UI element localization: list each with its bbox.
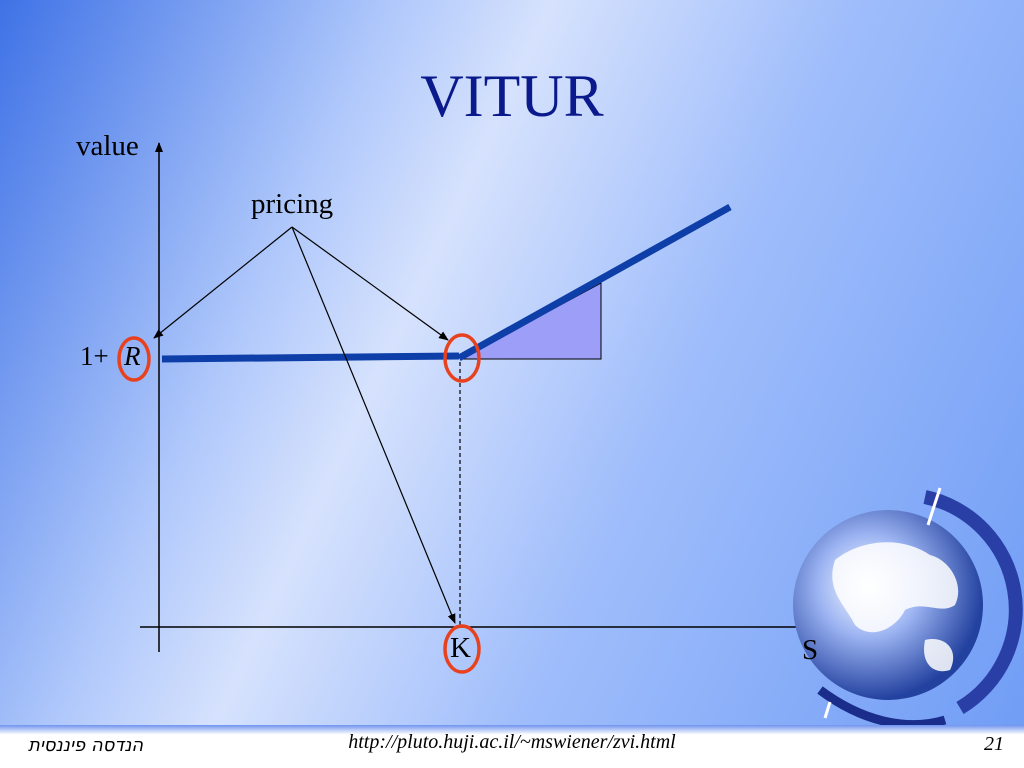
pricing-label: pricing (251, 188, 334, 220)
highlight-circle-kink (443, 333, 481, 383)
x-axis-label: S (802, 634, 819, 666)
footer-page-number: 21 (984, 733, 1004, 755)
highlight-circle-R (117, 336, 151, 382)
globe-icon (793, 487, 1023, 730)
slide-title: VITUR (420, 63, 604, 129)
y-axis-label: value (76, 130, 139, 162)
rising-payoff-line (457, 203, 732, 362)
pricing-arrow-to-intercept (153, 226, 293, 339)
footer-url: http://pluto.huji.ac.il/~mswiener/zvi.ht… (348, 731, 676, 753)
flat-payoff-line (161, 352, 460, 363)
intercept-label-prefix: 1+ (80, 341, 109, 371)
pricing-arrow-to-strike (291, 226, 456, 624)
pricing-arrow-to-kink (291, 226, 449, 341)
intercept-label-variable: R (124, 341, 141, 371)
footer-bar (0, 725, 1024, 768)
footer-course-name: הנדסה פיננסית (28, 735, 144, 756)
highlight-circle-K (443, 624, 481, 674)
strike-label: K (450, 632, 471, 664)
